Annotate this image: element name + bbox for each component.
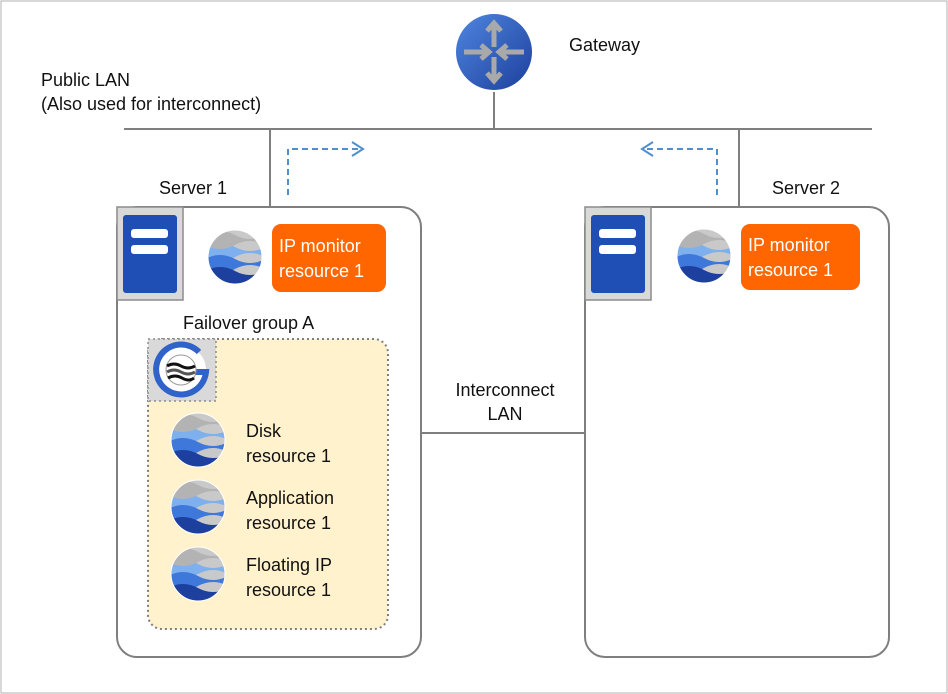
ip-monitor-badge bbox=[741, 224, 860, 290]
ip-monitor-sublabel: resource 1 bbox=[748, 260, 833, 280]
monitor-arrow-left bbox=[287, 141, 365, 195]
server-1: Server 1 IP monitor resource 1 Failover … bbox=[116, 178, 422, 658]
public-lan-sublabel: (Also used for interconnect) bbox=[41, 94, 261, 114]
server-1-label: Server 1 bbox=[159, 178, 227, 198]
disk-resource-label: Disk bbox=[246, 421, 282, 441]
server-2-box bbox=[584, 206, 890, 658]
server-icon bbox=[584, 206, 652, 301]
router-icon bbox=[456, 14, 532, 90]
failover-group-icon bbox=[147, 338, 217, 402]
interconnect-lan-label: Interconnect bbox=[455, 380, 554, 400]
floating-ip-resource-label: Floating IP bbox=[246, 555, 332, 575]
server-icon bbox=[116, 206, 184, 301]
server-2: Server 2 IP monitor resource 1 bbox=[584, 178, 890, 658]
ip-monitor-label: IP monitor bbox=[279, 236, 361, 256]
application-resource-sublabel: resource 1 bbox=[246, 513, 331, 533]
public-lan-label: Public LAN bbox=[41, 70, 130, 90]
ip-monitor-label: IP monitor bbox=[748, 235, 830, 255]
ip-monitor-badge bbox=[272, 224, 386, 292]
application-resource-label: Application bbox=[246, 488, 334, 508]
monitor-arrow-right bbox=[640, 141, 718, 195]
interconnect-lan-sublabel: LAN bbox=[487, 404, 522, 424]
disk-resource-sublabel: resource 1 bbox=[246, 446, 331, 466]
failover-group-label: Failover group A bbox=[183, 313, 314, 333]
floating-ip-resource-sublabel: resource 1 bbox=[246, 580, 331, 600]
gateway-label: Gateway bbox=[569, 35, 640, 55]
server-2-label: Server 2 bbox=[772, 178, 840, 198]
ip-monitor-sublabel: resource 1 bbox=[279, 261, 364, 281]
